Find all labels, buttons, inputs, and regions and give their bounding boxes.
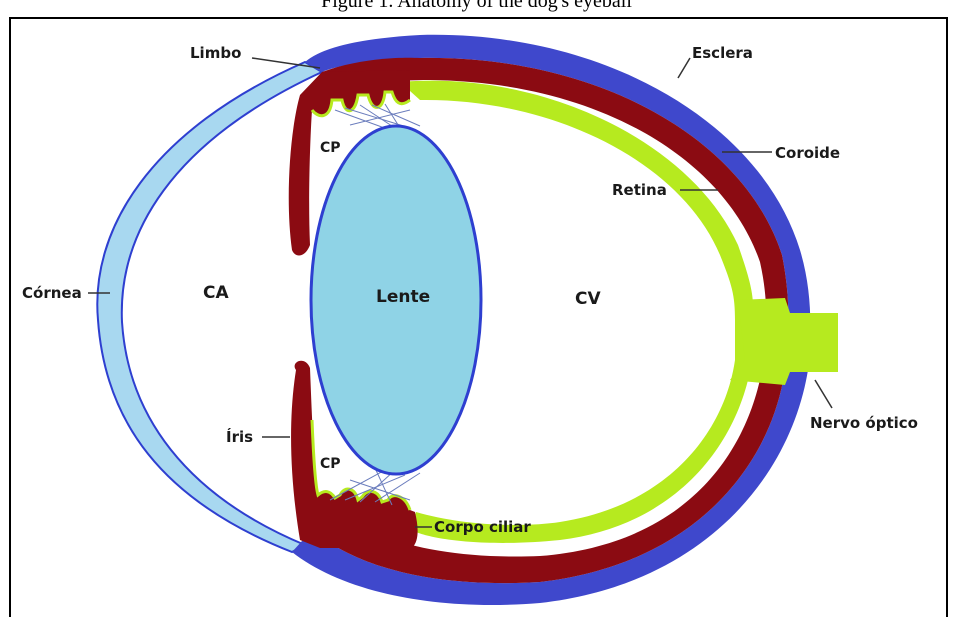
label-ca: CA xyxy=(203,283,229,303)
nervo-optico-leader xyxy=(815,380,832,408)
label-esclera: Esclera xyxy=(692,44,753,62)
label-cp-top: CP xyxy=(320,140,341,156)
label-coroide: Coroide xyxy=(775,144,840,162)
esclera-leader xyxy=(678,58,690,78)
label-nervo-optico: Nervo óptico xyxy=(810,414,918,432)
label-cp-bottom: CP xyxy=(320,456,341,472)
label-cv: CV xyxy=(575,289,601,309)
label-limbo: Limbo xyxy=(190,44,241,62)
label-retina: Retina xyxy=(612,181,667,199)
label-lente: Lente xyxy=(376,287,430,307)
label-cornea: Córnea xyxy=(22,284,82,302)
optic-nerve-shape xyxy=(730,298,838,385)
label-iris: Íris xyxy=(226,427,253,446)
label-corpo-ciliar: Corpo ciliar xyxy=(434,518,531,536)
cornea-shape xyxy=(97,62,322,552)
